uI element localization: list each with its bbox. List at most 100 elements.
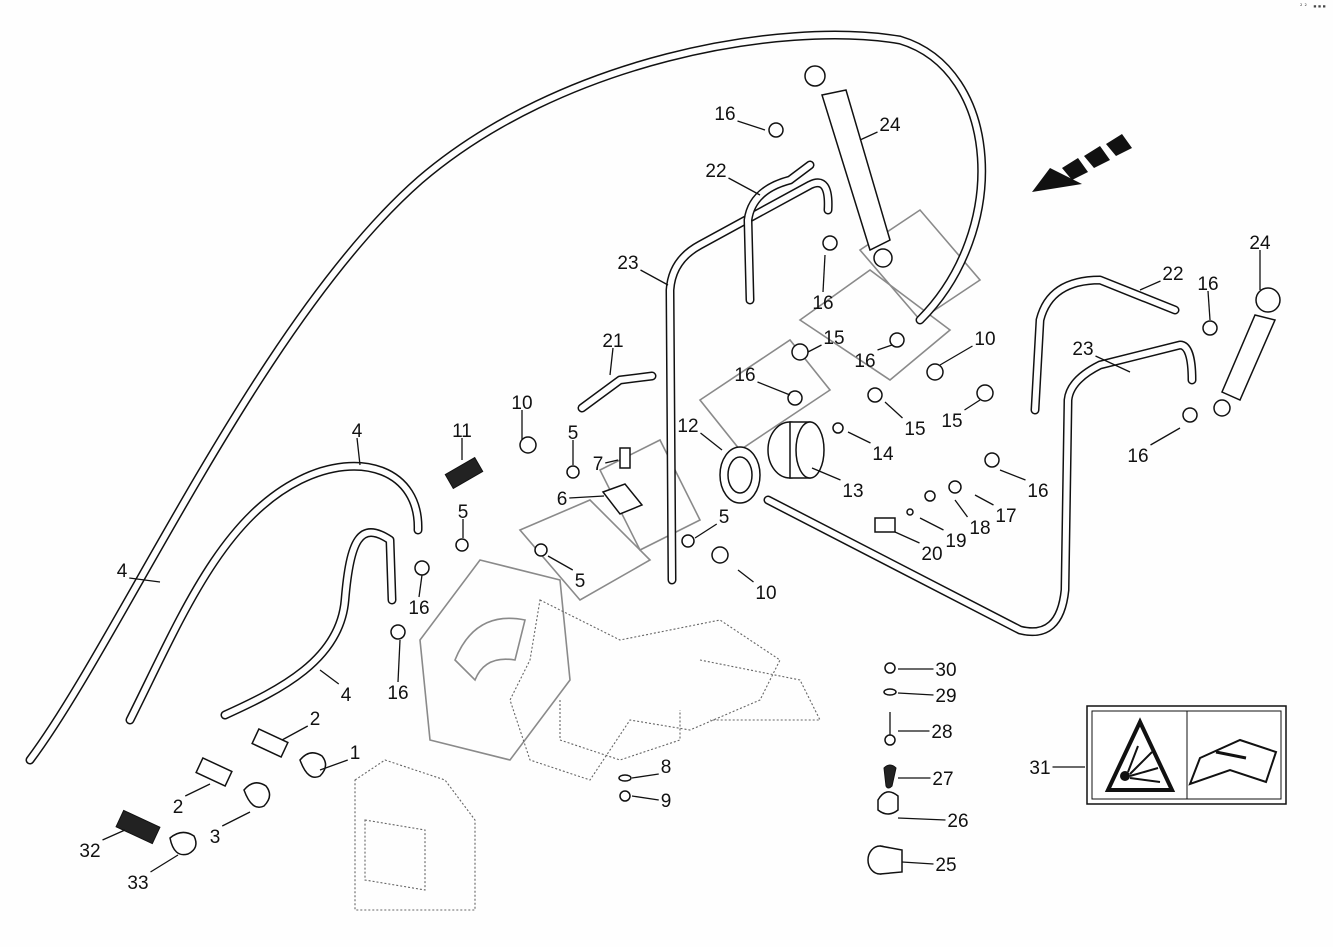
callout-label-5[interactable]: 5: [458, 502, 469, 523]
callout-label-16[interactable]: 16: [1127, 446, 1148, 467]
callout-label-16[interactable]: 16: [1027, 481, 1048, 502]
callout-leader-23: [640, 269, 669, 286]
cylinder-24-left: [804, 65, 893, 268]
callout-leader-16: [737, 120, 766, 131]
callout-label-10[interactable]: 10: [755, 583, 776, 604]
callout-leader-16: [999, 469, 1026, 481]
callout-label-16[interactable]: 16: [714, 104, 735, 125]
callout-label-16[interactable]: 16: [812, 293, 833, 314]
block-6: [601, 483, 644, 515]
callout-label-5[interactable]: 5: [575, 571, 586, 592]
callout-label-5[interactable]: 5: [568, 423, 579, 444]
callout-label-23[interactable]: 23: [1072, 339, 1093, 360]
callout-label-4[interactable]: 4: [341, 685, 352, 706]
callout-label-5[interactable]: 5: [719, 507, 730, 528]
callout-leader-5: [694, 523, 718, 539]
callout-leader-16: [1150, 427, 1181, 446]
callout-label-15[interactable]: 15: [823, 328, 844, 349]
callout-label-24[interactable]: 24: [879, 115, 901, 136]
callout-label-14[interactable]: 14: [872, 444, 894, 465]
callout-leader-22: [1139, 280, 1161, 291]
callout-label-32[interactable]: 32: [79, 841, 100, 862]
callout-label-16[interactable]: 16: [387, 683, 408, 704]
callout-leader-20: [894, 531, 920, 544]
callout-leader-4: [319, 669, 340, 685]
callout-leader-12: [700, 432, 723, 451]
callout-leader-21: [609, 347, 614, 376]
callout-label-16[interactable]: 16: [1197, 274, 1218, 295]
callout-label-24[interactable]: 24: [1249, 233, 1271, 254]
callout-label-16[interactable]: 16: [408, 598, 429, 619]
callout-label-17[interactable]: 17: [995, 506, 1016, 527]
callout-label-28[interactable]: 28: [931, 722, 952, 743]
callout-leader-15: [807, 344, 822, 353]
callout-leader-2: [281, 725, 309, 741]
pipe-23-right: [763, 340, 1197, 637]
watermark-logo: [419, 208, 982, 761]
manual-wrench-icon: [1188, 738, 1278, 786]
callout-label-3[interactable]: 3: [210, 827, 221, 848]
callout-leader-14: [847, 431, 871, 444]
callout-leader-10: [737, 569, 754, 583]
callout-leader-10: [939, 345, 973, 366]
callout-leader-4: [356, 437, 361, 466]
pipe-21: [577, 371, 657, 413]
coupling-32: [115, 809, 161, 845]
callout-label-20[interactable]: 20: [921, 544, 942, 565]
callout-leader-1: [319, 759, 348, 771]
callout-label-2[interactable]: 2: [310, 709, 321, 730]
callout-leader-22: [728, 177, 761, 196]
callout-leader-15: [964, 399, 981, 411]
callout-label-10[interactable]: 10: [974, 329, 995, 350]
corner-code: ²² ▪▪▪: [1299, 3, 1327, 10]
gauge-13: [767, 421, 825, 479]
callout-label-26[interactable]: 26: [947, 811, 968, 832]
callout-label-29[interactable]: 29: [935, 686, 956, 707]
callout-label-4[interactable]: 4: [117, 561, 128, 582]
callout-label-4[interactable]: 4: [352, 421, 363, 442]
callout-label-33[interactable]: 33: [127, 873, 148, 894]
callout-leader-24: [859, 131, 878, 141]
callout-label-8[interactable]: 8: [661, 757, 672, 778]
callout-label-10[interactable]: 10: [511, 393, 532, 414]
callout-label-23[interactable]: 23: [617, 253, 638, 274]
callout-label-21[interactable]: 21: [602, 331, 623, 352]
callout-label-19[interactable]: 19: [945, 531, 966, 552]
pipe-22-right: [1030, 275, 1180, 415]
coupling-2: [195, 727, 289, 788]
callout-label-30[interactable]: 30: [935, 660, 956, 681]
callout-label-31[interactable]: 31: [1029, 758, 1050, 779]
hose-4-middle: [125, 461, 423, 725]
callout-label-11[interactable]: 11: [452, 421, 472, 442]
coupler-11: [444, 456, 484, 490]
callout-leader-16: [822, 254, 826, 293]
callout-label-27[interactable]: 27: [932, 769, 953, 790]
callout-label-1[interactable]: 1: [350, 743, 361, 764]
callout-label-18[interactable]: 18: [969, 518, 990, 539]
callout-leader-3: [221, 811, 251, 827]
callout-label-6[interactable]: 6: [557, 489, 568, 510]
callout-label-22[interactable]: 22: [705, 161, 726, 182]
callout-label-16[interactable]: 16: [854, 351, 875, 372]
callout-leader-17: [974, 494, 994, 506]
callout-leader-5: [547, 555, 574, 571]
front-arrow-icon: [1032, 134, 1132, 192]
callout-leader-9: [631, 795, 659, 801]
callout-label-25[interactable]: 25: [935, 855, 956, 876]
callout-label-12[interactable]: 12: [677, 416, 698, 437]
callout-label-2[interactable]: 2: [173, 797, 184, 818]
callout-leader-15: [884, 401, 903, 419]
callout-label-16[interactable]: 16: [734, 365, 755, 386]
callout-leader-33: [150, 854, 179, 873]
callout-leader-26: [897, 817, 946, 821]
callout-leader-13: [811, 467, 841, 481]
callout-leader-18: [954, 499, 969, 518]
callout-label-7[interactable]: 7: [593, 454, 604, 475]
callout-label-13[interactable]: 13: [842, 481, 863, 502]
callout-label-15[interactable]: 15: [904, 419, 925, 440]
callout-label-15[interactable]: 15: [941, 411, 962, 432]
callout-label-9[interactable]: 9: [661, 791, 672, 812]
callout-leader-7: [605, 459, 619, 464]
callout-label-22[interactable]: 22: [1162, 264, 1183, 285]
